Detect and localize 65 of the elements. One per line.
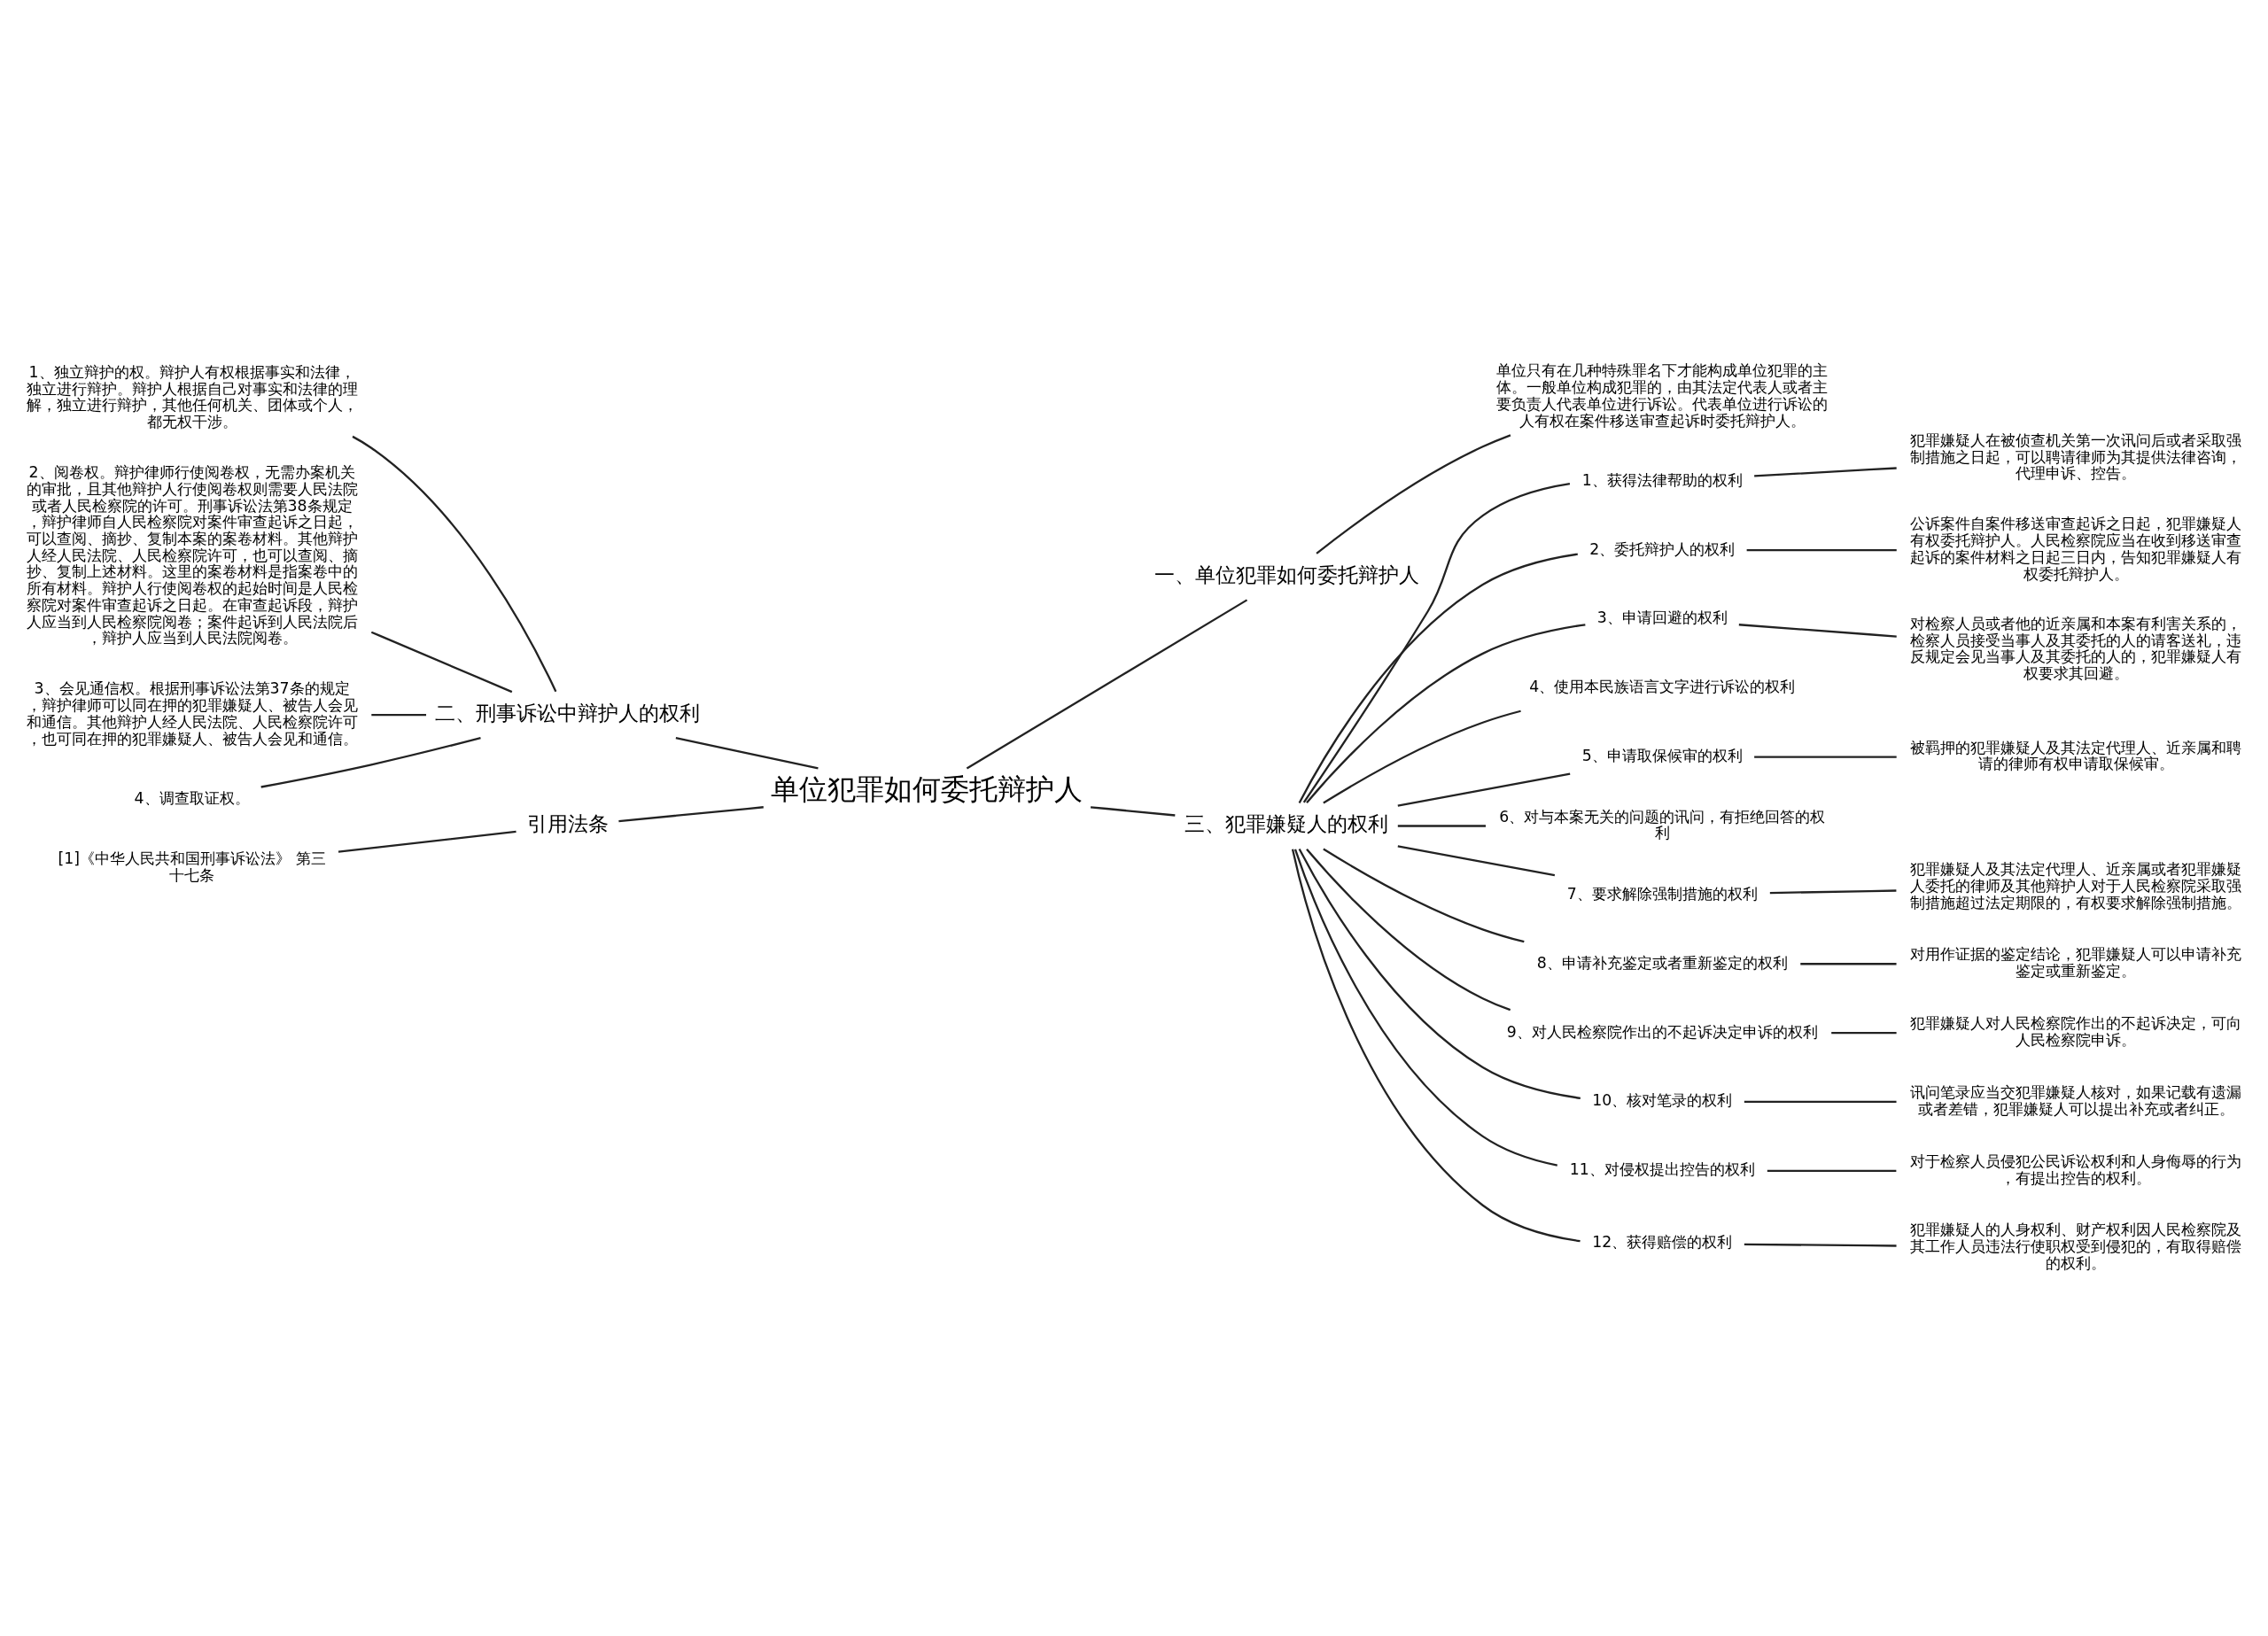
node-text: 一、单位犯罪如何委托辩护人 (1153, 562, 1419, 586)
node-text: 单位犯罪如何委托辩护人 (771, 772, 1084, 805)
connector (1298, 553, 1578, 803)
connector (1744, 1100, 1897, 1104)
connector (352, 435, 557, 693)
node-text: 犯罪嫌疑人的人身权利、财产权利因人民检察院及其工作人员违法行使职权受到侵犯的，有取得赔偿的权利。 (1910, 1221, 2242, 1272)
connector (1746, 548, 1897, 552)
node-text: 2、阅卷权。辩护律师行使阅卷权，无需办案机关的审批，且其他辩护人行使阅卷权则需要人民法院或者人民检察院的许可。刑事诉讼法第38条规定，辩护律师自人民检察院对案件审查起诉之日起，可以查阅、摘抄、复制本案的案卷材料。其他辩护人经人民法院、人民检察院许可，也可以查阅、摘抄、复制上述材料。这里的案卷材料是指案卷中的所有材料。辩护人行使阅卷权的起始时间是人民检察院对案件审查起诉之日起。在审查起诉段，辩护人应当到人民检察院阅卷；案件起诉到人民法院后，辩护人应当到人民法院阅卷。 (26, 463, 358, 647)
connector (1323, 848, 1525, 943)
node-text: 讯问笔录应当交犯罪嫌疑人核对，如果记载有遗漏或者差错，犯罪嫌疑人可以提出补充或者纠正。 (1910, 1083, 2242, 1118)
node-text: 三、犯罪嫌疑人的权利 (1184, 811, 1389, 835)
connector (1754, 756, 1897, 758)
connector (338, 830, 517, 853)
node-text: 犯罪嫌疑人及其法定代理人、近亲属或者犯罪嫌疑人委托的律师及其他辩护人对于人民检察院采取强制措施超过法定期限的，有权要求解除强制措施。 (1910, 860, 2242, 911)
node-text: 12、获得赔偿的权利 (1592, 1233, 1733, 1252)
node-text: 5、申请取保候审的权利 (1581, 747, 1743, 765)
connector (1397, 772, 1571, 807)
connector (371, 713, 426, 717)
node-text: 1、独立辩护的权。辩护人有权根据事实和法律，独立进行辩护。辩护人根据自己对事实和法律的理解，独立进行辩护，其他任何机关、团体或个人，都无权干涉。 (26, 362, 358, 431)
node-text: 10、核对笔录的权利 (1592, 1091, 1733, 1110)
node-text: 1、获得法律帮助的权利 (1581, 470, 1743, 489)
connector (1738, 624, 1897, 638)
connector (1397, 845, 1556, 877)
connector (1323, 709, 1521, 804)
node-text: 对检察人员或者他的近亲属和本案有利害关系的，检察人员接受当事人及其委托的人的请客送礼，违反规定会见当事人及其委托的人的，犯罪嫌疑人有权要求其回避。 (1910, 614, 2242, 683)
connector (1744, 1243, 1897, 1247)
node-text: 被羁押的犯罪嫌疑人及其法定代理人、近亲属和聘请的律师有权申请取保候审。 (1910, 738, 2242, 773)
connector (1306, 849, 1511, 1012)
connector (1316, 434, 1511, 554)
node-text: 2、委托辩护人的权利 (1589, 539, 1736, 558)
node-text: 7、要求解除强制措施的权利 (1566, 884, 1758, 903)
node-text: 二、刑事诉讼中辩护人的权利 (435, 701, 701, 725)
connector (1302, 483, 1571, 803)
node-text: 9、对人民检察院作出的不起诉决定申诉的权利 (1506, 1022, 1818, 1041)
connector (1397, 825, 1486, 827)
node-text: 3、会见通信权。根据刑事诉讼法第37条的规定，辩护律师可以同在押的犯罪嫌疑人、被告人会见和通信。其他辩护人经人民法院、人民检察院许可，也可同在押的犯罪嫌疑人、被告人会见和通信。 (26, 679, 358, 748)
connector (966, 599, 1248, 770)
connector (1306, 624, 1586, 803)
node-text: [1]《中华人民共和国刑事诉讼法》 第三十七条 (58, 849, 326, 884)
connector (1754, 467, 1897, 477)
connector (1831, 1031, 1897, 1035)
node-text: 3、申请回避的权利 (1596, 609, 1728, 627)
node-text: 公诉案件自案件移送审查起诉之日起，犯罪嫌疑人有权委托辩护人。人民检察院应当在收到移送审查起诉的案件材料之日起三日内，告知犯罪嫌疑人有权委托辩护人。 (1910, 515, 2242, 583)
connector (1291, 849, 1581, 1243)
connector (618, 806, 764, 823)
connector (1298, 849, 1581, 1099)
node-text: 引用法条 (526, 811, 609, 835)
node-text: 单位只有在几种特殊罪名下才能构成单位犯罪的主体。一般单位构成犯罪的，由其法定代表人或者主要负责人代表单位进行诉讼。代表单位进行诉讼的人有权在案件移送审查起诉时委托辩护人。 (1496, 361, 1829, 430)
node-text: 6、对与本案无关的问题的讯问，有拒绝回答的权利 (1499, 807, 1826, 842)
connector (1800, 963, 1897, 965)
node-text: 4、使用本民族语言文字进行诉讼的权利 (1529, 678, 1796, 696)
connector (260, 736, 481, 788)
node-text: 11、对侵权提出控告的权利 (1569, 1160, 1755, 1179)
connector (1090, 806, 1176, 817)
node-text: 犯罪嫌疑人在被侦查机关第一次讯问后或者采取强制措施之日起，可以聘请律师为其提供法律咨询，代理申诉、控告。 (1910, 430, 2242, 483)
connector (1769, 889, 1897, 895)
node-text: 4、调查取证权。 (134, 788, 250, 807)
connector (370, 631, 513, 694)
node-text: 对用作证据的鉴定结论，犯罪嫌疑人可以申请补充鉴定或重新鉴定。 (1910, 945, 2242, 981)
connector (1767, 1169, 1897, 1172)
connector (1293, 849, 1557, 1167)
node-text: 对于检察人员侵犯公民诉讼权利和人身侮辱的行为，有提出控告的权利。 (1910, 1151, 2242, 1187)
node-text: 犯罪嫌疑人对人民检察院作出的不起诉决定，可向人民检察院申诉。 (1910, 1014, 2242, 1049)
connector (675, 736, 819, 770)
node-text: 8、申请补充鉴定或者重新鉴定的权利 (1536, 953, 1788, 972)
